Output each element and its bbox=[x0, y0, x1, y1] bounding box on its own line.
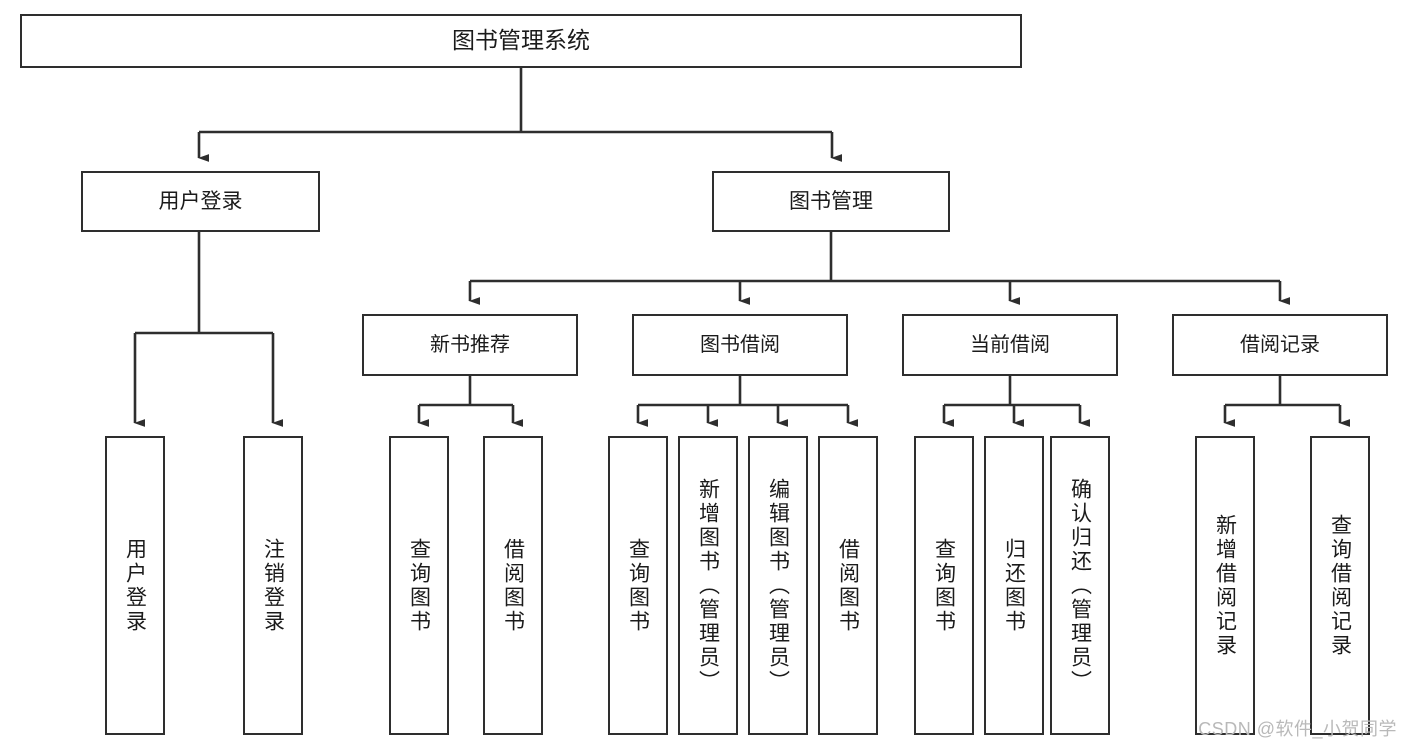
leaf-user-login-login[interactable]: 用户登录 bbox=[105, 436, 165, 735]
node-label: 借阅图书 bbox=[836, 537, 860, 634]
node-current-borrow[interactable]: 当前借阅 bbox=[902, 314, 1118, 376]
node-label: 注销登录 bbox=[261, 537, 285, 634]
node-label: 新书推荐 bbox=[430, 333, 510, 356]
node-label: 归还图书 bbox=[1002, 537, 1026, 634]
node-book-borrow[interactable]: 图书借阅 bbox=[632, 314, 848, 376]
leaf-user-login-logout[interactable]: 注销登录 bbox=[243, 436, 303, 735]
node-label: 当前借阅 bbox=[970, 333, 1050, 356]
node-label: 图书借阅 bbox=[700, 333, 780, 356]
node-user-login[interactable]: 用户登录 bbox=[81, 171, 320, 232]
leaf-borrow-borrow-book[interactable]: 借阅图书 bbox=[818, 436, 878, 735]
node-new-book-recommend[interactable]: 新书推荐 bbox=[362, 314, 578, 376]
node-label: 查询图书 bbox=[407, 537, 431, 634]
leaf-borrow-query-book[interactable]: 查询图书 bbox=[608, 436, 668, 735]
leaf-recommend-query-book[interactable]: 查询图书 bbox=[389, 436, 449, 735]
node-borrow-record[interactable]: 借阅记录 bbox=[1172, 314, 1388, 376]
node-label: 确认归还（管理员） bbox=[1068, 477, 1092, 694]
node-label: 查询图书 bbox=[932, 537, 956, 634]
node-label: 编辑图书（管理员） bbox=[766, 477, 790, 694]
node-label: 用户登录 bbox=[158, 189, 243, 213]
leaf-current-return-book[interactable]: 归还图书 bbox=[984, 436, 1044, 735]
node-book-management-system[interactable]: 图书管理系统 bbox=[20, 14, 1022, 68]
node-label: 查询图书 bbox=[626, 537, 650, 634]
node-book-management[interactable]: 图书管理 bbox=[712, 171, 950, 232]
leaf-borrow-edit-book-admin[interactable]: 编辑图书（管理员） bbox=[748, 436, 808, 735]
node-label: 借阅图书 bbox=[501, 537, 525, 634]
leaf-current-confirm-return-admin[interactable]: 确认归还（管理员） bbox=[1050, 436, 1110, 735]
leaf-borrow-add-book-admin[interactable]: 新增图书（管理员） bbox=[678, 436, 738, 735]
node-label: 借阅记录 bbox=[1240, 333, 1320, 356]
node-label: 查询借阅记录 bbox=[1328, 513, 1352, 658]
node-label: 新增图书（管理员） bbox=[696, 477, 720, 694]
leaf-record-add-record[interactable]: 新增借阅记录 bbox=[1195, 436, 1255, 735]
leaf-recommend-borrow-book[interactable]: 借阅图书 bbox=[483, 436, 543, 735]
node-label: 图书管理 bbox=[789, 189, 873, 213]
leaf-record-query-record[interactable]: 查询借阅记录 bbox=[1310, 436, 1370, 735]
watermark-text: CSDN @软件_小贺同学 bbox=[1198, 719, 1397, 739]
node-label: 图书管理系统 bbox=[452, 27, 590, 54]
leaf-current-query-book[interactable]: 查询图书 bbox=[914, 436, 974, 735]
node-label: 用户登录 bbox=[123, 537, 147, 634]
node-label: 新增借阅记录 bbox=[1213, 513, 1237, 658]
